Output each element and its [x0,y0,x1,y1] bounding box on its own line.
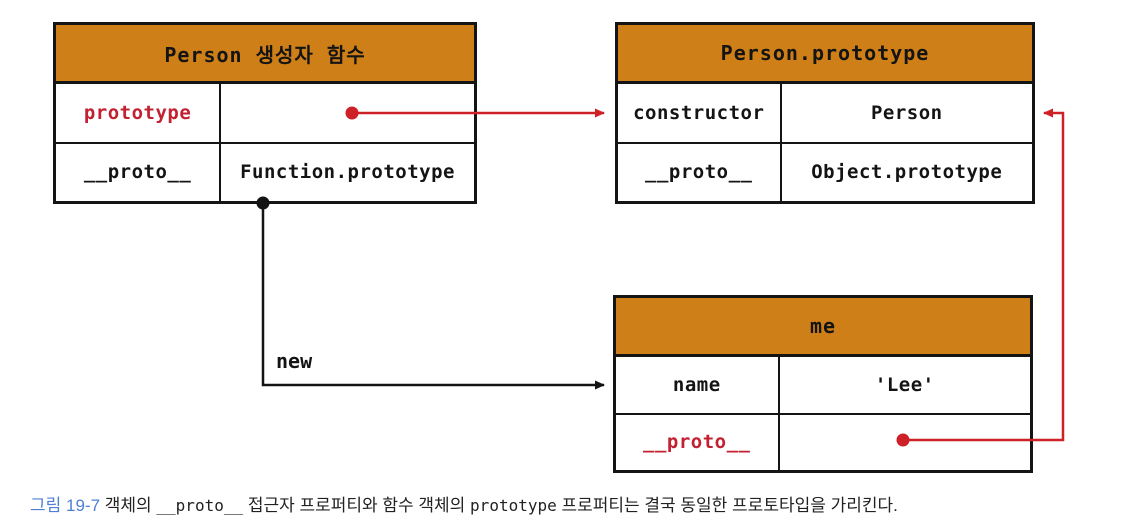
cell-proto-key: __proto__ [56,143,222,201]
cell-proto-value [780,415,1030,471]
cell-constructor-value: Person [870,101,943,124]
cell-name-key: name [616,357,780,413]
arrow-line [261,203,605,390]
figure-caption: 그림 19-7 객체의 __proto__ 접근자 프로퍼티와 함수 객체의 p… [30,491,898,516]
table-row: prototype [56,84,474,144]
table-row: __proto__ [616,414,1030,471]
cell-name-value: 'Lee' [874,373,935,396]
cell-proto-value: Function.prototype [240,161,455,184]
table-me: me name 'Lee' __proto__ [613,295,1033,473]
table-row: constructor Person [618,84,1032,144]
table-row: __proto__ Function.prototype [56,143,474,201]
caption-code-prototype: prototype [470,496,557,515]
cell-prototype-value [221,84,474,142]
table-row: __proto__ Object.prototype [618,143,1032,201]
cell-proto-value: Object.prototype [811,161,1003,184]
table-person-prototype-title: Person.prototype [618,25,1032,84]
table-person-prototype: Person.prototype constructor Person __pr… [615,22,1035,204]
caption-text: 프로퍼티는 결국 동일한 프로토타입을 가리킨다. [556,496,898,515]
table-me-title: me [616,298,1030,357]
caption-code-proto: __proto__ [156,496,244,515]
caption-text: 객체의 [100,496,157,515]
cell-constructor-key: constructor [618,84,782,142]
table-row: name 'Lee' [616,357,1030,415]
caption-text: 접근자 프로퍼티와 함수 객체의 [243,496,471,515]
cell-proto-key: __proto__ [616,414,780,470]
cell-prototype-key: prototype [56,84,222,142]
table-person-constructor: Person 생성자 함수 prototype __proto__ Functi… [53,22,477,204]
figure-number: 그림 19-7 [30,496,101,515]
new-operator-label: new [276,349,313,373]
cell-proto-key: __proto__ [618,143,782,201]
table-person-constructor-title: Person 생성자 함수 [56,25,474,84]
